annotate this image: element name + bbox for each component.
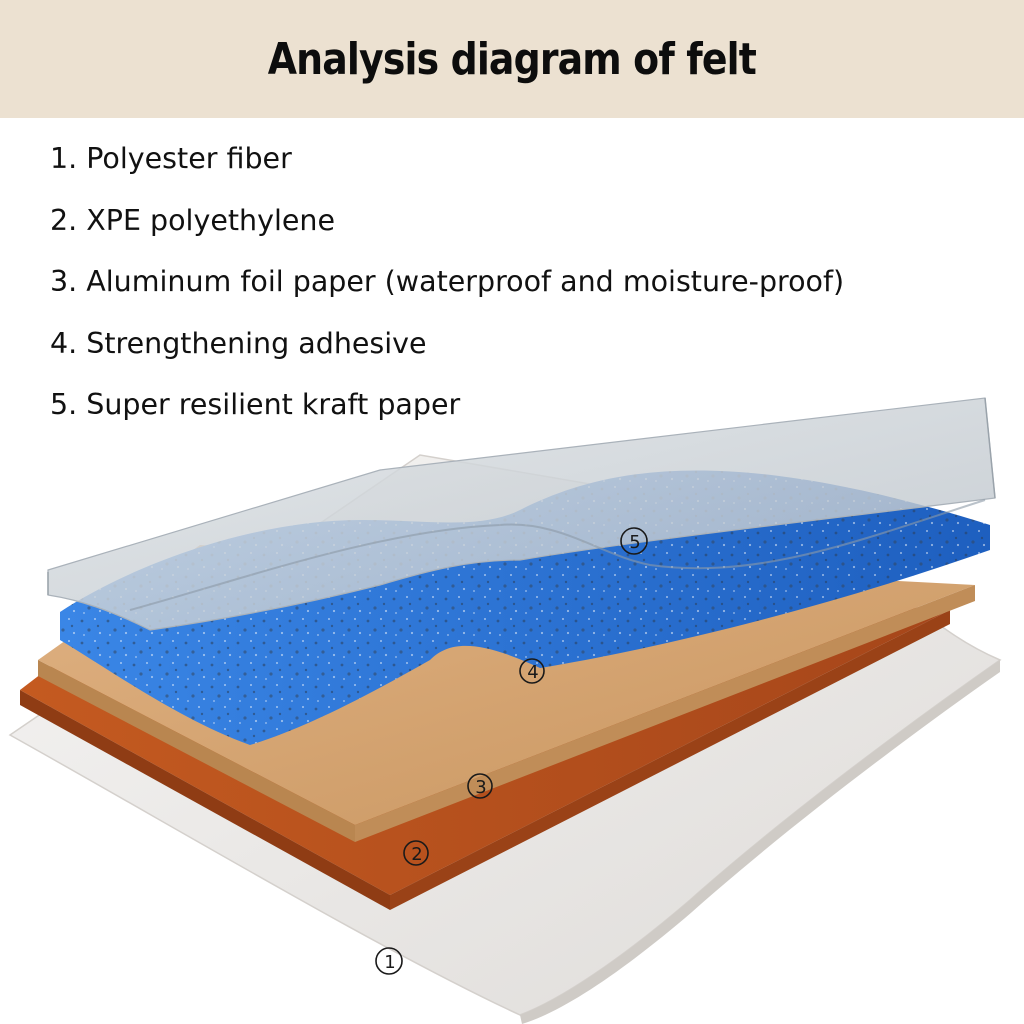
legend-item-5: 5. Super resilient kraft paper — [50, 388, 461, 421]
marker-5-ring — [620, 527, 648, 555]
marker-2-ring — [403, 840, 429, 866]
marker-5: 5 — [629, 532, 640, 553]
marker-1-ring — [375, 947, 403, 975]
marker-2: 2 — [411, 844, 422, 865]
legend-item-1: 1. Polyester fiber — [50, 142, 292, 175]
layer-legend: 1. Polyester fiber 2. XPE polyethylene 3… — [50, 136, 844, 444]
page-title: Analysis diagram of felt — [267, 33, 757, 85]
marker-4-ring — [519, 658, 545, 684]
legend-item-4: 4. Strengthening adhesive — [50, 326, 427, 360]
title-banner: Analysis diagram of felt — [0, 0, 1024, 118]
felt-layer-diagram: 1 2 3 4 5 — [8, 397, 1002, 1024]
marker-4: 4 — [527, 662, 538, 683]
legend-item-3: 3. Aluminum foil paper (waterproof and m… — [50, 265, 845, 298]
marker-1: 1 — [384, 952, 395, 973]
layer-kraft-paper — [47, 397, 996, 631]
legend-item-2: 2. XPE polyethylene — [50, 203, 336, 237]
marker-3-ring — [467, 773, 493, 799]
marker-3: 3 — [475, 777, 486, 798]
